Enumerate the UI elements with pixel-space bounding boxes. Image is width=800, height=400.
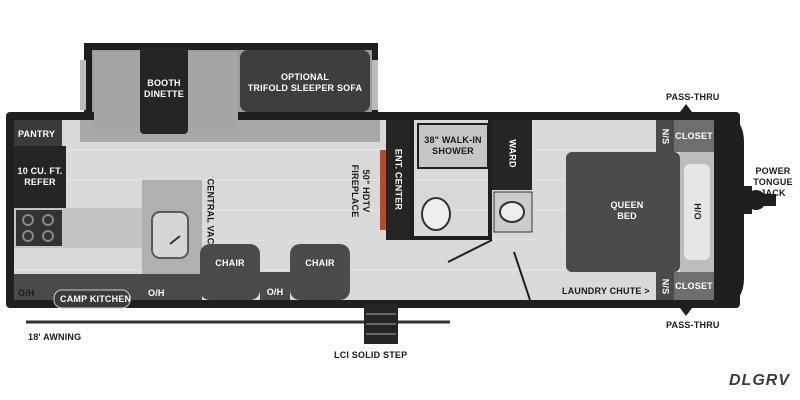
label-central-vac: CENTRAL VAC xyxy=(205,178,216,245)
label-oh-mid: O/H xyxy=(148,288,165,298)
chair-right-shape xyxy=(290,244,350,300)
label-laundry-chute: LAUNDRY CHUTE > xyxy=(562,286,650,296)
oh-chairs-box xyxy=(260,272,290,300)
bath-wall-bottom xyxy=(410,236,492,240)
label-oh-left: O/H xyxy=(18,288,35,298)
label-refer: 10 CU. FT. REFER xyxy=(17,166,63,187)
chair-left-shape xyxy=(200,244,260,300)
label-pass-thru-bottom: PASS-THRU xyxy=(666,320,720,330)
brand-logo-text: DLGRV xyxy=(729,372,790,389)
label-chair-left: CHAIR xyxy=(215,258,245,268)
nightstand-top xyxy=(656,120,674,152)
label-pass-thru-top: PASS-THRU xyxy=(666,92,720,102)
label-closet-bottom: CLOSET xyxy=(675,281,713,291)
tongue-jack-icon xyxy=(746,190,766,210)
bath-sink xyxy=(499,201,525,223)
label-solid-step: LCI SOLID STEP xyxy=(334,350,408,360)
front-cap xyxy=(712,112,744,308)
entertainment-center xyxy=(386,120,410,240)
bed-pillow-area xyxy=(684,164,710,260)
label-ns-top: N/S xyxy=(660,128,671,145)
label-oh-chairs: O/H xyxy=(266,287,284,297)
fireplace-glow xyxy=(380,150,386,230)
dinette-table xyxy=(140,48,188,134)
window-right xyxy=(372,60,378,110)
tongue-jack-post xyxy=(764,194,776,206)
pass-thru-bottom-arrow xyxy=(680,308,692,316)
wardrobe xyxy=(492,120,532,190)
closet-bottom-shape xyxy=(674,272,714,300)
window-left xyxy=(80,60,86,110)
bath-wall-left xyxy=(410,120,414,240)
stove xyxy=(16,210,62,246)
kitchen-sink xyxy=(151,211,189,259)
label-sleeper-sofa: OPTIONAL TRIFOLD SLEEPER SOFA xyxy=(247,72,363,93)
shower xyxy=(417,123,489,169)
refrigerator xyxy=(14,146,66,208)
queen-bed-shape xyxy=(566,152,680,272)
label-ns-bottom: N/S xyxy=(660,278,671,295)
pass-thru-top-arrow xyxy=(680,104,692,112)
step-treads xyxy=(366,313,396,335)
label-ent-center: ENT. CENTER xyxy=(393,148,404,211)
label-shower: 38" WALK-IN SHOWER xyxy=(424,135,482,156)
label-chair-right: CHAIR xyxy=(305,258,335,268)
label-pantry: PANTRY xyxy=(18,129,56,139)
pantry xyxy=(14,120,62,146)
camp-kitchen-box xyxy=(53,289,131,309)
label-camp-kitchen: CAMP KITCHEN xyxy=(60,294,132,304)
dinette-seat-left xyxy=(94,52,140,134)
sleeper-sofa xyxy=(240,50,370,112)
faucet xyxy=(169,235,181,245)
toilet xyxy=(421,197,451,231)
bath-wall-mid xyxy=(488,120,492,240)
label-closet-top: CLOSET xyxy=(675,131,713,141)
label-tongue-jack: POWER TONGUE JACK xyxy=(753,166,793,198)
label-booth-dinette: BOOTH DINETTE xyxy=(144,78,184,99)
label-ho: H/O xyxy=(692,203,703,220)
bath-door-left xyxy=(447,239,493,263)
stove-burners xyxy=(22,214,54,242)
dinette-seat-right xyxy=(188,52,238,134)
label-hdtv-fireplace: 50" HDTV FIREPLACE xyxy=(350,164,371,218)
label-awning: 18' AWNING xyxy=(28,332,82,342)
label-queen-bed: QUEEN BED xyxy=(610,200,644,221)
label-ward: WARD xyxy=(507,139,518,168)
closet-top-shape xyxy=(674,120,714,152)
nightstand-bottom xyxy=(656,272,674,300)
bath-door-right xyxy=(513,251,531,301)
